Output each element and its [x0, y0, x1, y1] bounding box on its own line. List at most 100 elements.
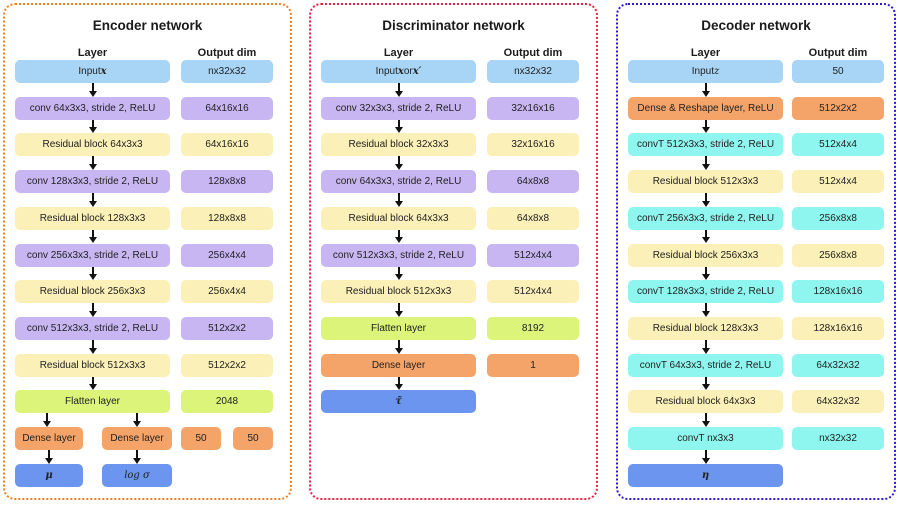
discriminator-layer-5-text: conv 512x3x3, stride 2, ReLU	[332, 249, 465, 261]
encoder-layer-1: conv 64x3x3, stride 2, ReLU	[15, 96, 170, 120]
decoder-layer-3-label: Residual block 512x3x3	[652, 176, 759, 188]
encoder-dense-dim-right-text: 50	[247, 433, 259, 444]
encoder-arrow-2	[88, 156, 97, 170]
encoder-dense-dim-left: 50	[181, 427, 221, 450]
discriminator-dim-1-text: 32x16x16	[511, 102, 555, 114]
discriminator-output-tau: τ̃	[321, 390, 476, 414]
decoder-title: Decoder network	[701, 18, 811, 33]
decoder-dim-5: 256x8x8	[792, 243, 884, 267]
discriminator-input-or: or	[403, 66, 413, 77]
decoder-layer-10: convT nx3x3	[628, 427, 783, 450]
encoder-dim-1-text: 64x16x16	[205, 102, 249, 114]
decoder-arrow-7	[701, 339, 710, 354]
discriminator-input-x2: x′	[412, 66, 422, 77]
encoder-panel: Encoder network Layer Output dim Input x…	[3, 3, 292, 500]
encoder-dim-5-text: 256x4x4	[208, 249, 246, 261]
encoder-dim-6-text: 256x4x4	[208, 286, 246, 298]
encoder-dense-left-text: Dense layer	[22, 433, 76, 444]
decoder-dim-3-text: 512x4x4	[819, 176, 857, 188]
encoder-layer-3: conv 128x3x3, stride 2, ReLU	[15, 170, 170, 194]
encoder-layer-0-label: Input	[78, 66, 101, 77]
encoder-dim-7: 512x2x2	[181, 316, 273, 340]
decoder-layer-6-label: convT 128x3x3, stride 2, ReLU	[636, 286, 775, 298]
decoder-dim-0-text: 50	[832, 66, 844, 77]
discriminator-arrow-1	[394, 119, 403, 133]
discriminator-dim-header: Output dim	[503, 47, 563, 59]
discriminator-layer-3: conv 64x3x3, stride 2, ReLU	[321, 170, 476, 194]
discriminator-layer-8-text: Dense layer	[371, 359, 426, 371]
discriminator-layer-1: conv 32x3x3, stride 2, ReLU	[321, 96, 476, 120]
encoder-dim-0-text: nx32x32	[208, 66, 246, 77]
decoder-arrow-2	[701, 156, 710, 170]
discriminator-dim-2-text: 32x16x16	[511, 139, 555, 151]
encoder-title: Encoder network	[92, 18, 203, 33]
decoder-dim-5-text: 256x8x8	[819, 249, 857, 261]
decoder-arrow-4	[701, 229, 710, 244]
decoder-arrow-3	[701, 193, 710, 207]
decoder-arrow-9	[701, 413, 710, 427]
encoder-layer-2: Residual block 64x3x3	[15, 133, 170, 157]
encoder-dim-3: 128x8x8	[181, 170, 273, 194]
discriminator-arrow-5	[394, 266, 403, 280]
discriminator-layer-2-text: Residual block 32x3x3	[348, 139, 449, 151]
discriminator-layer-8: Dense layer	[321, 353, 476, 377]
discriminator-dim-8-text: 1	[530, 359, 536, 371]
encoder-dim-9: 2048	[181, 390, 273, 414]
encoder-arrow-4	[88, 229, 97, 244]
encoder-layer-4-label: Residual block 128x3x3	[39, 212, 146, 224]
decoder-dim-7-text: 128x16x16	[813, 322, 863, 334]
discriminator-arrow-3	[394, 193, 403, 207]
encoder-dense-right-text: Dense layer	[110, 433, 164, 444]
encoder-arrow-8	[88, 376, 97, 390]
encoder-dim-3-text: 128x8x8	[208, 176, 246, 188]
decoder-dim-10-text: nx32x32	[819, 433, 857, 444]
decoder-dim-2-text: 512x4x4	[819, 139, 857, 151]
discriminator-dim-6-text: 512x4x4	[514, 286, 552, 298]
decoder-layer-4: convT 256x3x3, stride 2, ReLU	[628, 206, 783, 230]
decoder-panel: Decoder network Layer Output dim Input z…	[616, 3, 896, 500]
discriminator-layer-1-text: conv 32x3x3, stride 2, ReLU	[335, 102, 462, 114]
encoder-arrow-mu	[45, 450, 53, 464]
encoder-layer-7: conv 512x3x3, stride 2, ReLU	[15, 316, 170, 340]
discriminator-input: Input x or x′	[321, 60, 476, 83]
encoder-layer-2-label: Residual block 64x3x3	[42, 139, 143, 151]
encoder-dim-2-text: 64x16x16	[205, 139, 249, 151]
decoder-arrow-5	[701, 266, 710, 280]
decoder-layer-7: Residual block 128x3x3	[628, 316, 783, 340]
discriminator-layer-6-text: Residual block 512x3x3	[345, 286, 452, 298]
discriminator-layer-7: Flatten layer	[321, 316, 476, 340]
encoder-layer-5: conv 256x3x3, stride 2, ReLU	[15, 243, 170, 267]
decoder-layer-9: Residual block 64x3x3	[628, 390, 783, 414]
decoder-layer-0: Input z	[628, 60, 783, 83]
discriminator-arrow-8	[394, 376, 403, 390]
decoder-layer-4-label: convT 256x3x3, stride 2, ReLU	[636, 212, 775, 224]
discriminator-layer-6: Residual block 512x3x3	[321, 280, 476, 304]
encoder-arrow-split-right	[133, 413, 141, 427]
encoder-layer-6: Residual block 256x3x3	[15, 280, 170, 304]
discriminator-dim-7: 8192	[487, 316, 579, 340]
encoder-dim-6: 256x4x4	[181, 280, 273, 304]
discriminator-dim-0: nx32x32	[487, 60, 579, 83]
decoder-layer-6: convT 128x3x3, stride 2, ReLU	[628, 280, 783, 304]
decoder-layer-5-label: Residual block 256x3x3	[652, 249, 759, 261]
discriminator-layer-3-text: conv 64x3x3, stride 2, ReLU	[335, 176, 462, 188]
discriminator-dim-4: 64x8x8	[487, 206, 579, 230]
encoder-layer-7-label: conv 512x3x3, stride 2, ReLU	[26, 322, 159, 334]
discriminator-input-x: x	[397, 66, 404, 77]
decoder-output-eta: η	[628, 463, 783, 487]
encoder-dim-0: nx32x32	[181, 60, 273, 83]
encoder-dim-2: 64x16x16	[181, 133, 273, 157]
decoder-arrow-0	[701, 83, 710, 97]
encoder-arrow-7	[88, 339, 97, 354]
decoder-dim-6: 128x16x16	[792, 280, 884, 304]
decoder-layer-8-label: convT 64x3x3, stride 2, ReLU	[639, 359, 772, 371]
decoder-dim-1-text: 512x2x2	[819, 102, 857, 114]
encoder-arrow-1	[88, 119, 97, 133]
decoder-layer-10-label: convT nx3x3	[677, 433, 734, 444]
decoder-dim-4-text: 256x8x8	[819, 212, 857, 224]
decoder-layer-8: convT 64x3x3, stride 2, ReLU	[628, 353, 783, 377]
encoder-output-mu: μ	[15, 463, 83, 487]
decoder-arrow-10	[701, 450, 710, 464]
encoder-dim-4: 128x8x8	[181, 206, 273, 230]
discriminator-arrow-4	[394, 229, 403, 244]
